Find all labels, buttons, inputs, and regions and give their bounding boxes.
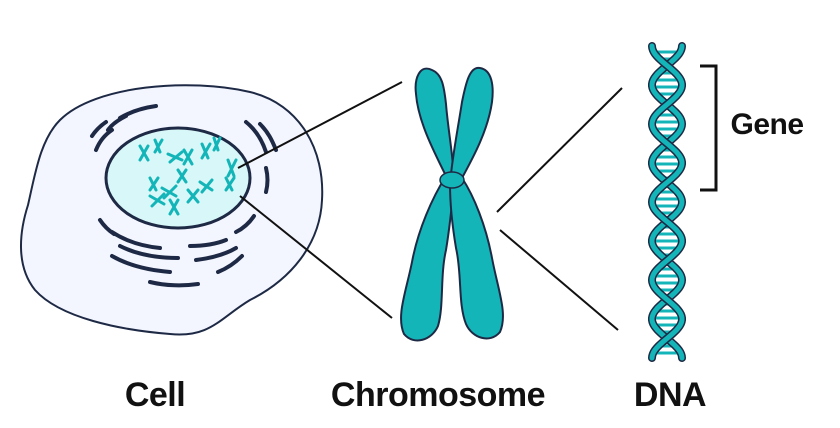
chromatid-left: [400, 67, 456, 342]
chromosome-to-dna-bottom-line: [499, 229, 619, 331]
chromatid-right: [448, 66, 504, 340]
centromere: [439, 171, 465, 189]
dna-strand-2: [649, 43, 685, 361]
connector-lines: [237, 81, 623, 331]
dna-strand-1: [649, 43, 685, 361]
nucleus-chromosomes: [138, 136, 238, 216]
cell-to-chromosome-bottom-line: [239, 195, 393, 319]
nucleus: [104, 126, 252, 230]
chromosome-to-dna-top-line: [496, 87, 623, 213]
dna-label: DNA: [633, 376, 707, 414]
cell: [20, 84, 324, 336]
cell-label: Cell: [124, 376, 186, 414]
chromosome-label: Chromosome: [330, 376, 546, 414]
er-arcs: [90, 104, 278, 288]
gene-label: Gene: [730, 108, 804, 141]
dna-double-helix: [647, 42, 687, 362]
cell-to-chromosome-top-line: [237, 81, 403, 169]
chromosome: [400, 66, 504, 342]
gene-bracket: [700, 64, 718, 192]
